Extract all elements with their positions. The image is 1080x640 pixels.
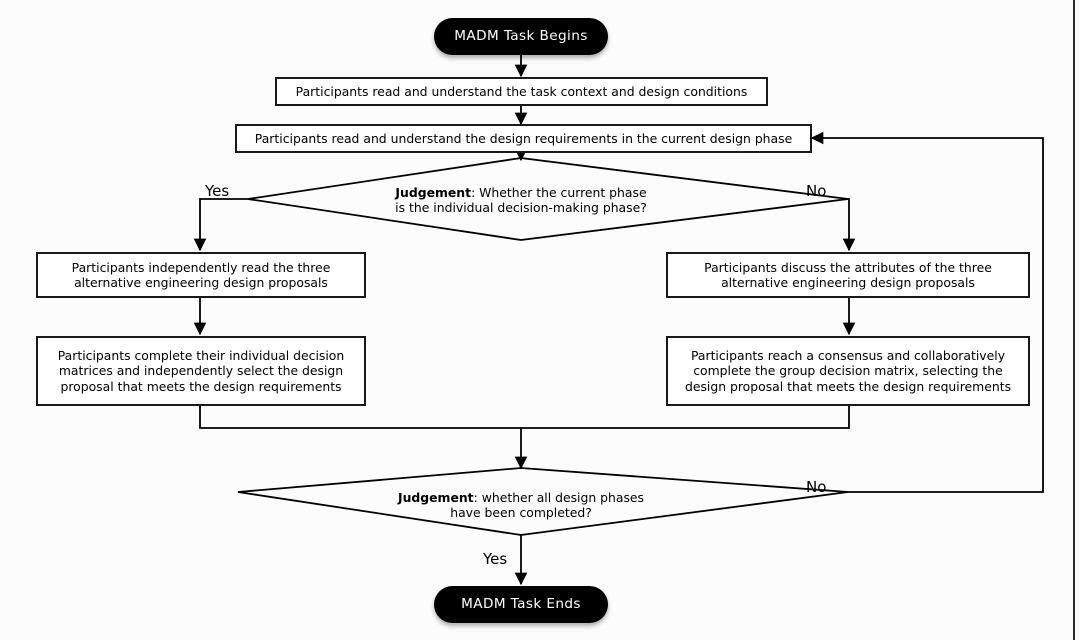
decision-phase-line1-rest: : Whether the current phase (471, 184, 647, 200)
branch-label-phase-no: No (806, 182, 827, 200)
decision-phase-line1: Judgement: Whether the current phase (395, 185, 646, 201)
node-group-discuss-line1: Participants discuss the attributes of t… (704, 259, 992, 275)
edge-judge-phase-no (842, 198, 856, 252)
node-group-matrix[interactable]: Participants reach a consensus and colla… (666, 336, 1030, 406)
node-group-discuss[interactable]: Participants discuss the attributes of t… (666, 252, 1030, 298)
edge-judge-phase-yes (193, 198, 248, 252)
edge-judge-complete-no-loopback (810, 131, 1044, 493)
edge-columns-merge (199, 406, 850, 429)
node-read-requirements[interactable]: Participants read and understand the des… (235, 124, 812, 153)
node-group-matrix-line1: Participants reach a consensus and colla… (690, 348, 1006, 364)
decision-complete-line1: Judgement: whether all design phases (398, 490, 644, 506)
node-read-context[interactable]: Participants read and understand the tas… (275, 77, 768, 106)
node-indiv-matrix-line2: matrices and independently select the de… (58, 363, 344, 379)
decision-diamond-complete (237, 467, 849, 536)
node-end-label: MADM Task Ends (461, 596, 581, 613)
node-indiv-matrix[interactable]: Participants complete their individual d… (36, 336, 366, 406)
canvas-right-border (1073, 0, 1075, 640)
decision-phase-prefix: Judgement (395, 184, 472, 200)
node-indiv-read[interactable]: Participants independently read the thre… (36, 252, 366, 298)
decision-phase-line2: is the individual decision-making phase? (395, 200, 647, 215)
node-read-context-label: Participants read and understand the tas… (295, 83, 748, 99)
node-read-requirements-label: Participants read and understand the des… (254, 130, 793, 146)
node-end[interactable]: MADM Task Ends (434, 586, 608, 623)
decision-phase-text[interactable]: Judgement: Whether the current phase is … (321, 180, 721, 220)
node-group-discuss-line2: alternative engineering design proposals (721, 275, 975, 290)
branch-label-complete-no: No (806, 478, 827, 496)
node-group-matrix-line3: design proposal that meets the design re… (684, 378, 1012, 394)
node-indiv-read-line1: Participants independently read the thre… (71, 259, 331, 275)
decision-complete-line2: have been completed? (450, 505, 592, 520)
node-indiv-matrix-line1: Participants complete their individual d… (57, 348, 345, 364)
decision-diamond-phase (247, 157, 849, 241)
node-group-matrix-line2: complete the group decision matrix, sele… (693, 363, 1003, 379)
node-start[interactable]: MADM Task Begins (434, 18, 608, 55)
node-indiv-read-line2: alternative engineering design proposals (74, 275, 328, 290)
branch-label-phase-yes: Yes (205, 182, 230, 200)
decision-complete-line1-rest: : whether all design phases (473, 489, 645, 505)
decision-complete-prefix: Judgement (397, 489, 474, 505)
decision-complete-text[interactable]: Judgement: whether all design phases hav… (321, 485, 721, 525)
node-indiv-matrix-line3: proposal that meets the design requireme… (60, 378, 342, 394)
branch-label-complete-yes: Yes (483, 550, 508, 568)
node-start-label: MADM Task Begins (454, 28, 588, 45)
